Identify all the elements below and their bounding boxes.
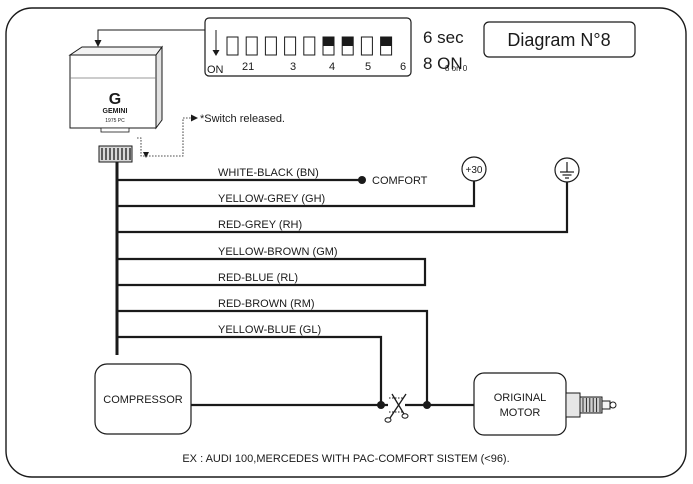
junction-rm bbox=[423, 401, 431, 409]
switch-arrowhead bbox=[191, 114, 198, 122]
motor-label-line1: ORIGINAL bbox=[494, 392, 547, 404]
connector-pins bbox=[101, 148, 131, 160]
compressor-label: COMPRESSOR bbox=[103, 394, 183, 406]
comfort-node bbox=[358, 176, 366, 184]
mode-small-label: 8 on 0 bbox=[445, 64, 468, 73]
dip-frame bbox=[204, 17, 412, 77]
motor-box bbox=[473, 372, 567, 436]
module-logo-letter: G bbox=[109, 91, 121, 108]
wire-gm-rl-loop bbox=[117, 257, 427, 287]
wire-label-rl: RED-BLUE (RL) bbox=[218, 272, 298, 284]
plus30-terminal-icon bbox=[461, 156, 487, 182]
switch-note: *Switch released. bbox=[200, 113, 285, 125]
dip-switch-1 bbox=[226, 36, 239, 56]
wire-connector bbox=[98, 145, 133, 163]
outer-frame bbox=[5, 7, 687, 478]
dip-switch-lever bbox=[342, 37, 354, 46]
switch-small-marker bbox=[143, 152, 149, 158]
wire-label-gh: YELLOW-GREY (GH) bbox=[218, 193, 325, 205]
dip-switch-8 bbox=[360, 36, 373, 56]
wire-label-rm: RED-BROWN (RM) bbox=[218, 298, 315, 310]
junction-gl bbox=[377, 401, 385, 409]
wire-bn bbox=[117, 176, 366, 184]
dip-switch-4 bbox=[284, 36, 297, 56]
dip-switch-3 bbox=[264, 36, 277, 56]
module-side-face bbox=[155, 45, 163, 130]
dip-number-21: 21 bbox=[242, 61, 254, 73]
dip-switch-lever bbox=[380, 37, 392, 46]
dip-switches bbox=[226, 36, 393, 56]
wire-label-bn: WHITE-BLACK (BN) bbox=[218, 167, 319, 179]
comfort-label: COMFORT bbox=[372, 175, 428, 187]
diagram-title: Diagram N°8 bbox=[507, 30, 610, 50]
wire-gl bbox=[117, 335, 383, 405]
wire-rh bbox=[117, 182, 569, 234]
dip-switch-block: ON 21 3 4 5 6 bbox=[204, 17, 412, 77]
dip-to-module-line bbox=[97, 29, 205, 42]
compressor-box bbox=[94, 363, 192, 435]
motor-label-line2: MOTOR bbox=[500, 407, 541, 419]
motor-shaft-icon bbox=[565, 392, 617, 418]
dip-number-6: 6 bbox=[400, 61, 406, 73]
wire-gh bbox=[117, 181, 476, 208]
wire-label-rh: RED-GREY (RH) bbox=[218, 219, 302, 231]
cut-wire-icon bbox=[388, 397, 405, 413]
dip-switch-lever bbox=[323, 37, 334, 46]
plus30-label: +30 bbox=[466, 165, 483, 176]
module-top-face bbox=[68, 46, 163, 56]
mode-label: 8 ON bbox=[423, 54, 463, 73]
dip-on-arrowhead bbox=[212, 50, 220, 56]
module-brand: GEMINI bbox=[103, 108, 128, 115]
dip-switch-2 bbox=[245, 36, 258, 56]
wire-label-gm: YELLOW-BROWN (GM) bbox=[218, 246, 338, 258]
switch-dotted-line bbox=[137, 117, 193, 157]
wire-rm bbox=[117, 309, 429, 405]
footer-note: EX : AUDI 100,MERCEDES WITH PAC-COMFORT … bbox=[182, 453, 509, 465]
dip-switch-5 bbox=[303, 36, 316, 56]
module-model: 1975 PC bbox=[105, 118, 125, 124]
dip-number-5: 5 bbox=[365, 61, 371, 73]
scissors-icon bbox=[384, 393, 409, 423]
connector-neck bbox=[100, 127, 130, 133]
dip-number-4: 4 bbox=[329, 61, 335, 73]
title-box bbox=[483, 21, 636, 58]
gemini-module: G GEMINI 1975 PC bbox=[68, 45, 163, 163]
dip-on-label: ON bbox=[207, 64, 224, 76]
module-front-face bbox=[69, 54, 157, 129]
dip-number-3: 3 bbox=[290, 61, 296, 73]
wire-label-gl: YELLOW-BLUE (GL) bbox=[218, 324, 321, 336]
dip-to-module-arrowhead bbox=[94, 40, 102, 47]
ground-icon bbox=[554, 157, 580, 183]
timing-label: 6 sec bbox=[423, 28, 464, 47]
